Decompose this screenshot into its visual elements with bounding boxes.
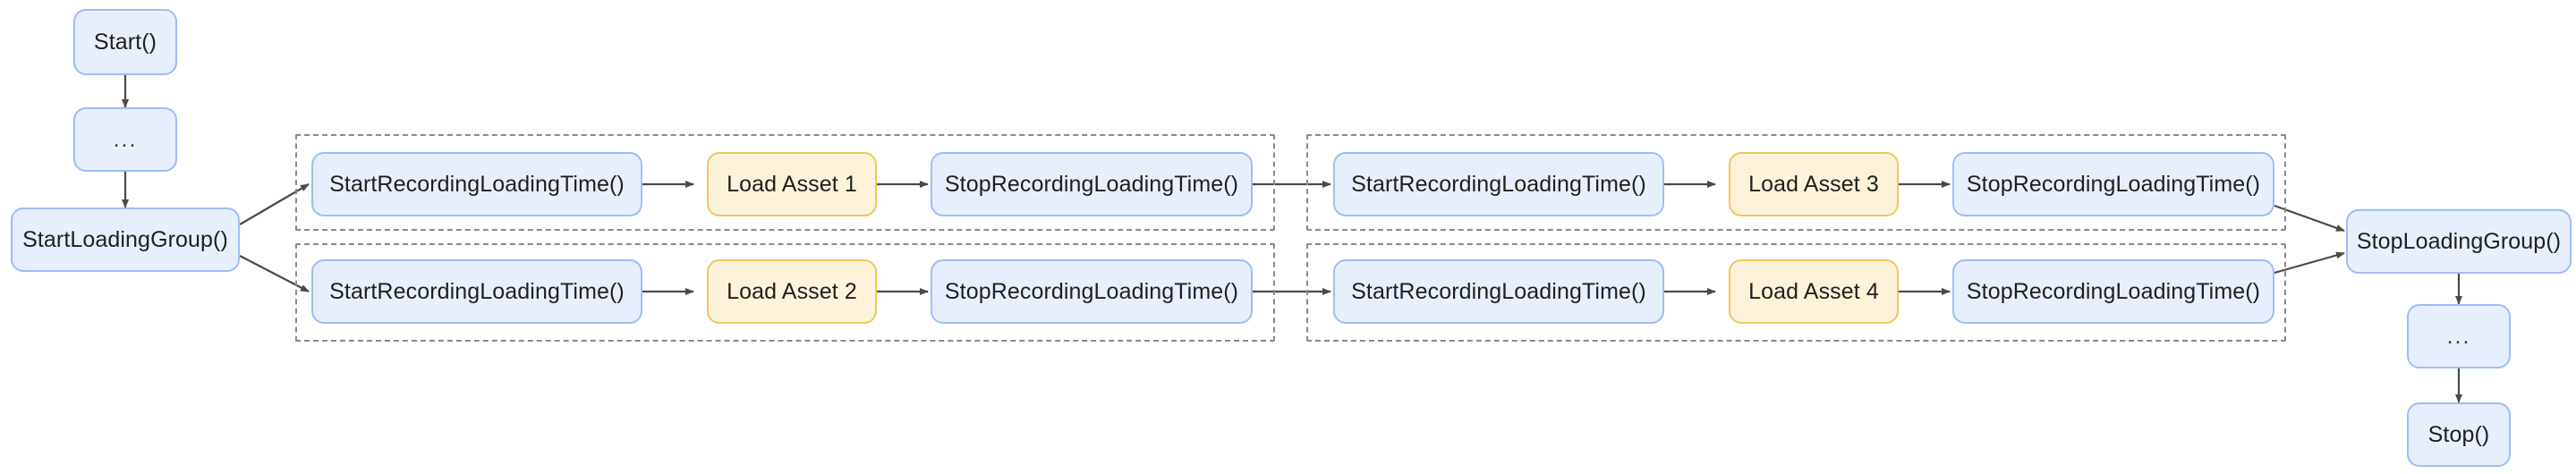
node-g2r1-start-recording-label: StartRecordingLoadingTime() [1351, 172, 1646, 197]
node-g2r1-start-recording[interactable]: StartRecordingLoadingTime() [1333, 152, 1664, 216]
node-stop-loading-group[interactable]: StopLoadingGroup() [2346, 209, 2572, 274]
node-g1r2-stop-recording[interactable]: StopRecordingLoadingTime() [931, 259, 1253, 324]
node-g2r1-load-asset-label: Load Asset 3 [1748, 172, 1879, 197]
node-g2r2-start-recording[interactable]: StartRecordingLoadingTime() [1333, 259, 1664, 324]
node-g2r2-stop-recording-label: StopRecordingLoadingTime() [1966, 279, 2261, 304]
node-g2r2-load-asset[interactable]: Load Asset 4 [1729, 259, 1899, 324]
node-post-ellipsis-label: ... [2446, 324, 2471, 349]
node-start-loading-group-label: StartLoadingGroup() [22, 227, 228, 252]
node-g1r2-stop-recording-label: StopRecordingLoadingTime() [944, 279, 1239, 304]
node-start-label: Start() [93, 30, 157, 55]
node-g1r2-start-recording-label: StartRecordingLoadingTime() [329, 279, 625, 304]
node-g1r2-start-recording[interactable]: StartRecordingLoadingTime() [311, 259, 642, 324]
node-g1r1-start-recording[interactable]: StartRecordingLoadingTime() [311, 152, 642, 216]
node-stop[interactable]: Stop() [2407, 402, 2511, 467]
node-g1r2-load-asset[interactable]: Load Asset 2 [707, 259, 877, 324]
node-pre-ellipsis-label: ... [113, 127, 138, 152]
node-g1r1-load-asset[interactable]: Load Asset 1 [707, 152, 877, 216]
node-g1r2-load-asset-label: Load Asset 2 [727, 279, 857, 304]
node-start[interactable]: Start() [73, 9, 177, 75]
node-g1r1-start-recording-label: StartRecordingLoadingTime() [329, 172, 625, 197]
node-g2r2-start-recording-label: StartRecordingLoadingTime() [1351, 279, 1646, 304]
node-pre-ellipsis[interactable]: ... [73, 107, 177, 172]
subgraph-group-1 [295, 134, 1275, 231]
node-post-ellipsis[interactable]: ... [2407, 304, 2511, 368]
node-stop-loading-group-label: StopLoadingGroup() [2356, 229, 2562, 254]
node-g2r2-stop-recording[interactable]: StopRecordingLoadingTime() [1952, 259, 2274, 324]
node-g2r1-stop-recording[interactable]: StopRecordingLoadingTime() [1952, 152, 2274, 216]
subgraph-group-2 [1306, 134, 2286, 231]
node-g2r1-load-asset[interactable]: Load Asset 3 [1729, 152, 1899, 216]
node-g2r1-stop-recording-label: StopRecordingLoadingTime() [1966, 172, 2261, 197]
node-g2r2-load-asset-label: Load Asset 4 [1748, 279, 1879, 304]
node-g1r1-load-asset-label: Load Asset 1 [727, 172, 857, 197]
node-stop-label: Stop() [2427, 422, 2490, 447]
node-g1r1-stop-recording-label: StopRecordingLoadingTime() [944, 172, 1239, 197]
node-start-loading-group[interactable]: StartLoadingGroup() [11, 207, 240, 272]
node-g1r1-stop-recording[interactable]: StopRecordingLoadingTime() [931, 152, 1253, 216]
